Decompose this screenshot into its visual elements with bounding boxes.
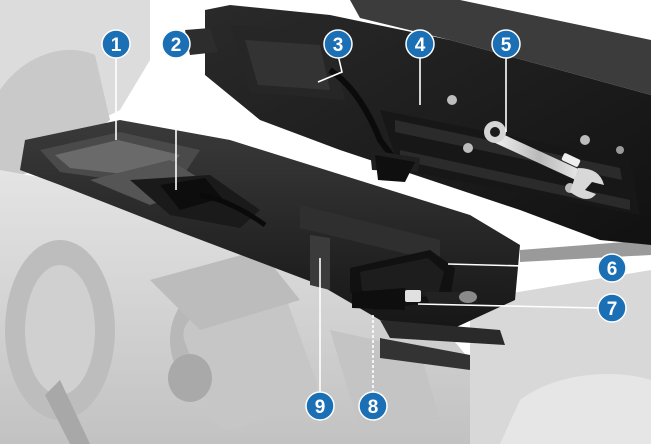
wrench-icon (484, 121, 604, 200)
leader-lines (115, 54, 599, 393)
callout-8: 8 (358, 391, 388, 421)
callout-3-number: 3 (333, 35, 344, 56)
under-seat-storage-tray (20, 120, 651, 370)
callout-9: 9 (305, 391, 335, 421)
seat-underside (185, 0, 651, 245)
callout-6: 6 (597, 253, 627, 283)
callout-1-number: 1 (111, 35, 122, 56)
leader-line-3 (317, 54, 343, 83)
callout-9-number: 9 (315, 397, 326, 418)
callout-2-number: 2 (171, 35, 182, 56)
callout-6-number: 6 (607, 259, 618, 280)
callout-3: 3 (323, 29, 353, 59)
leader-line-7 (417, 303, 599, 309)
leader-line-6 (447, 263, 599, 269)
callout-4: 4 (405, 29, 435, 59)
callout-4-number: 4 (415, 35, 426, 56)
callout-7-number: 7 (607, 299, 618, 320)
callout-8-number: 8 (368, 397, 379, 418)
callout-7: 7 (597, 293, 627, 323)
callout-2: 2 (161, 29, 191, 59)
callout-5-number: 5 (501, 35, 512, 56)
callout-1: 1 (101, 29, 131, 59)
callout-5: 5 (491, 29, 521, 59)
